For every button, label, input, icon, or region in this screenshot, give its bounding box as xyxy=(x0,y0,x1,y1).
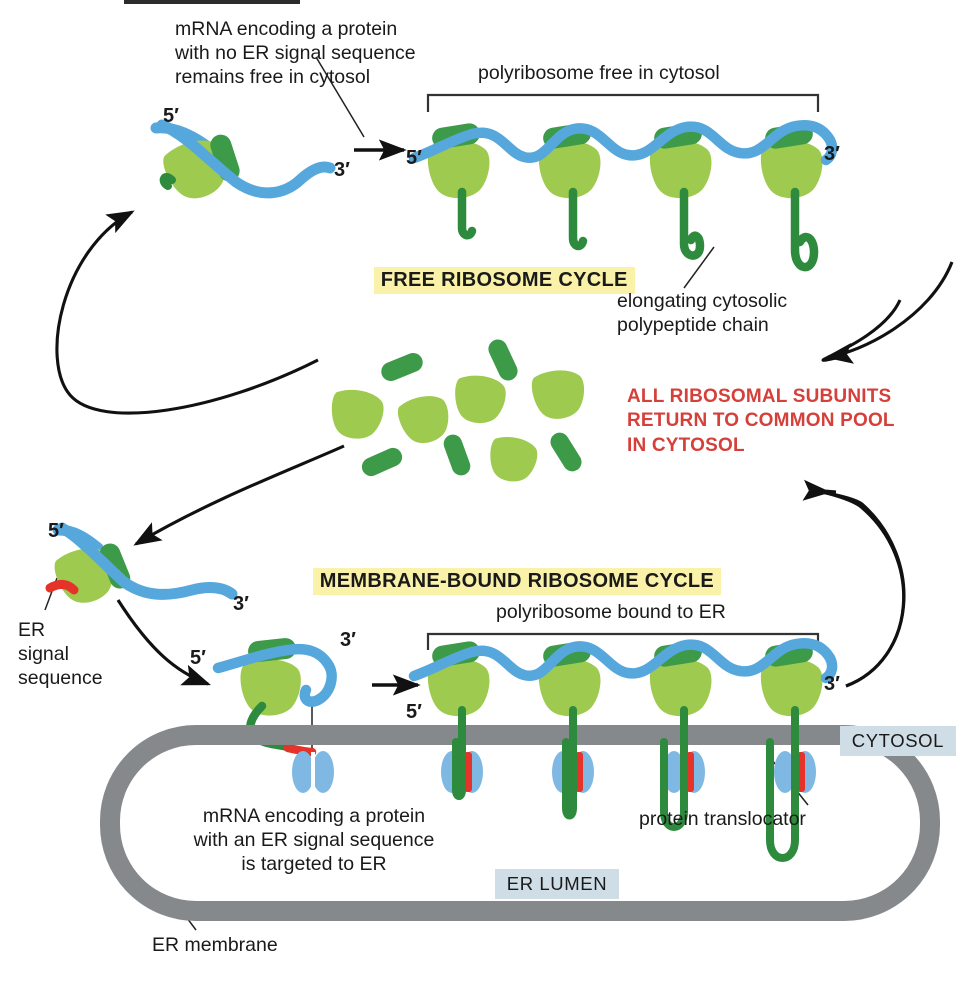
three-prime-docking: 3′ xyxy=(340,629,356,651)
er-lumen-badge-text: ER LUMEN xyxy=(494,868,620,899)
protein-translocator-label: protein translocator xyxy=(639,808,806,830)
membrane-bound-cycle-text: MEMBRANE-BOUND RIBOSOME CYCLE xyxy=(312,567,722,595)
elongating-chain-label: elongating cytosolic polypeptide chain xyxy=(617,290,788,336)
five-prime-bound-free-mrna: 5′ xyxy=(48,520,64,542)
top-rule xyxy=(124,0,300,4)
bracket-label-free: polyribosome free in cytosol xyxy=(478,62,720,84)
free-mrna-note: mRNA encoding a protein with no ER signa… xyxy=(175,18,416,88)
five-prime-free-single: 5′ xyxy=(163,105,179,127)
free-ribosome-cycle-label: FREE RIBOSOME CYCLE xyxy=(356,248,635,311)
membrane-bound-cycle-label: MEMBRANE-BOUND RIBOSOME CYCLE xyxy=(295,549,722,612)
ribosomal-subunit-pool xyxy=(327,336,588,486)
free-polyribosome xyxy=(408,120,838,272)
pool-note: ALL RIBOSOMAL SUBUNITS RETURN TO COMMON … xyxy=(627,386,895,456)
bracket-polyribosome-free xyxy=(426,93,820,112)
bound-free-mrna-ribosome xyxy=(45,522,238,609)
arrow-pool-to-bound xyxy=(133,444,345,546)
arrow-free-to-pool xyxy=(824,261,954,364)
er-membrane-label: ER membrane xyxy=(152,934,278,956)
bound-mrna-note: mRNA encoding a protein with an ER signa… xyxy=(193,805,435,875)
er-lumen-badge: ER LUMEN xyxy=(477,853,620,915)
free-single-ribosome xyxy=(150,119,336,206)
arrow-signal-to-membrane xyxy=(116,599,211,686)
five-prime-free-poly: 5′ xyxy=(406,147,422,169)
free-ribosome-cycle-text: FREE RIBOSOME CYCLE xyxy=(373,266,635,294)
three-prime-free-poly: 3′ xyxy=(824,143,840,165)
bracket-label-bound: polyribosome bound to ER xyxy=(496,601,726,623)
leader-free-mrna xyxy=(315,56,365,138)
er-membrane xyxy=(100,725,940,921)
arrow-pool-to-free xyxy=(55,210,319,415)
five-prime-bound-poly: 5′ xyxy=(406,701,422,723)
three-prime-free-single: 3′ xyxy=(334,159,350,181)
bound-docking-ribosome xyxy=(212,637,337,793)
arrow-free-to-pool-tail xyxy=(821,299,902,362)
bound-polyribosome xyxy=(408,638,838,862)
er-signal-sequence-label: ER signal sequence xyxy=(18,619,103,689)
three-prime-bound-poly: 3′ xyxy=(824,673,840,695)
protein-translocator xyxy=(292,751,334,793)
cytosol-badge: CYTOSOL xyxy=(822,710,957,772)
arrow-bound-to-pool xyxy=(802,479,906,688)
three-prime-bound-free-mrna: 3′ xyxy=(233,593,249,615)
leader-polypeptide xyxy=(683,246,715,289)
five-prime-docking: 5′ xyxy=(190,647,206,669)
cytosol-badge-text: CYTOSOL xyxy=(839,725,957,756)
